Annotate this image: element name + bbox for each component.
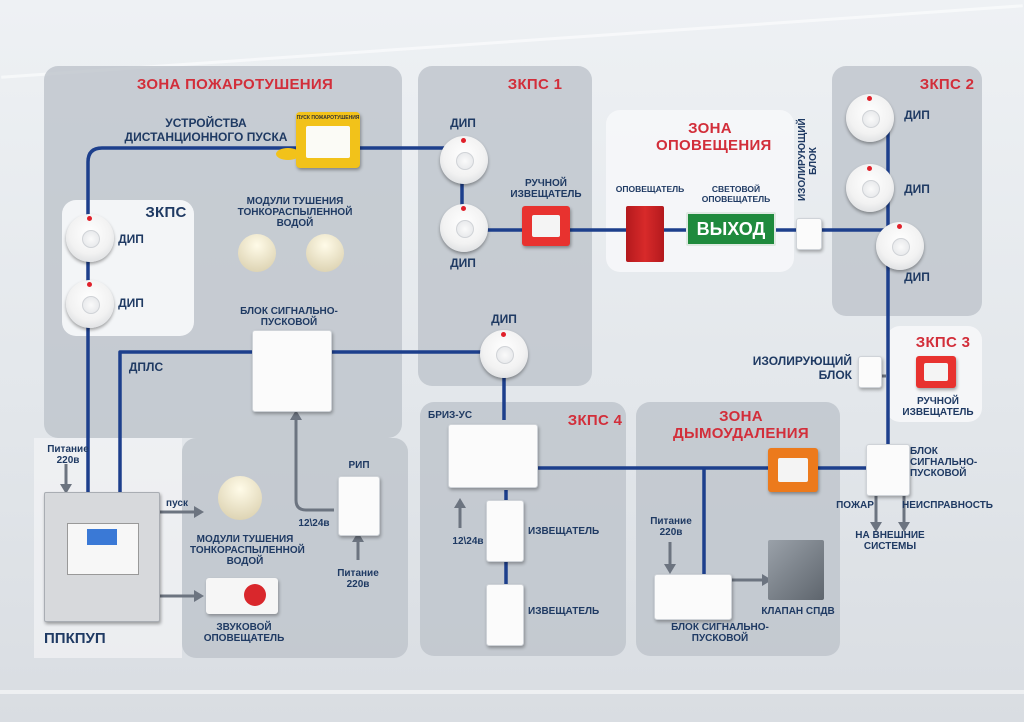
zone-title-zkps: ЗКПС bbox=[145, 204, 187, 221]
smoke-detector-icon bbox=[876, 222, 924, 270]
zone-title-zkps2: ЗКПС 2 bbox=[919, 76, 975, 93]
manual-call-point-icon bbox=[916, 356, 956, 388]
label-rip: РИП bbox=[348, 460, 370, 471]
label-klapan: КЛАПАН СПДВ bbox=[761, 606, 835, 617]
label-signal-block-1: БЛОК СИГНАЛЬНО-ПУСКОВОЙ bbox=[240, 306, 338, 328]
signal-block-device bbox=[252, 330, 332, 412]
remote-start-smoke-device bbox=[768, 448, 818, 492]
rip-arrow-line bbox=[294, 416, 334, 512]
zone-title-zkps3: ЗКПС 3 bbox=[915, 334, 971, 351]
smoke-detector-icon bbox=[846, 94, 894, 142]
smoke-detector-icon bbox=[66, 280, 114, 328]
label-isolating-block-vertical: ИЗОЛИРУЮЩИЙ БЛОК bbox=[797, 118, 819, 201]
label-signal-block-2: БЛОК СИГНАЛЬНО-ПУСКОВОЙ bbox=[671, 622, 769, 644]
label-pusk: пуск bbox=[166, 498, 188, 509]
sprinkler-module-icon bbox=[238, 234, 276, 272]
label-signal-block-3: БЛОК СИГНАЛЬНО-ПУСКОВОЙ bbox=[910, 446, 978, 479]
rip-device bbox=[338, 476, 380, 536]
smoke-detector-icon bbox=[440, 136, 488, 184]
zone-title-alert: ЗОНА ОПОВЕЩЕНИЯ bbox=[656, 120, 772, 154]
ppkpup-panel bbox=[44, 492, 160, 622]
key-icon bbox=[276, 148, 300, 160]
label-manual-detector-2: РУЧНОЙ ИЗВЕЩАТЕЛЬ bbox=[902, 396, 974, 418]
label-power-220-1: Питание 220в bbox=[47, 444, 89, 466]
signal-block-device bbox=[866, 444, 910, 496]
label-annunciator: ОПОВЕЩАТЕЛЬ bbox=[615, 184, 685, 194]
isolating-block-device bbox=[858, 356, 882, 388]
exit-sign: ВЫХОД bbox=[686, 212, 776, 246]
background-line bbox=[0, 690, 1024, 694]
isolating-block-device bbox=[796, 218, 822, 250]
label-light-annunciator: СВЕТОВОЙ ОПОВЕЩАТЕЛЬ bbox=[701, 184, 771, 204]
label-detector-1: ИЗВЕЩАТЕЛЬ bbox=[528, 526, 600, 537]
label-isolating-block: ИЗОЛИРУЮЩИЙ БЛОК bbox=[752, 354, 852, 382]
label-dpls: ДПЛС bbox=[128, 360, 164, 374]
label-dip: ДИП bbox=[118, 232, 144, 246]
signal-block-device bbox=[654, 574, 732, 620]
sprinkler-module-icon bbox=[218, 476, 262, 520]
zone-title-smoke: ЗОНА ДЫМОУДАЛЕНИЯ bbox=[673, 408, 809, 442]
label-dip: ДИП bbox=[491, 312, 517, 326]
label-detector-2: ИЗВЕЩАТЕЛЬ bbox=[528, 606, 600, 617]
manual-call-point-icon bbox=[522, 206, 570, 246]
label-dip: ДИП bbox=[450, 256, 476, 270]
smoke-detector-icon bbox=[480, 330, 528, 378]
smoke-valve-device bbox=[768, 540, 824, 600]
zone-title-zkps1: ЗКПС 1 bbox=[507, 76, 563, 93]
label-modules-water-bottom: МОДУЛИ ТУШЕНИЯ ТОНКОРАСПЫЛЕННОЙ ВОДОЙ bbox=[190, 534, 305, 567]
label-sound-annunciator: ЗВУКОВОЙ ОПОВЕЩАТЕЛЬ bbox=[203, 622, 285, 644]
label-power-220-2: Питание 220в bbox=[337, 568, 379, 590]
remote-start-window bbox=[306, 126, 350, 158]
label-modules-water-top: МОДУЛИ ТУШЕНИЯ ТОНКОРАСПЫЛЕННОЙ ВОДОЙ bbox=[237, 196, 353, 229]
siren-icon bbox=[626, 206, 664, 262]
label-power-220-3: Питание 220в bbox=[650, 516, 692, 538]
label-fault-out: НЕИСПРАВНОСТЬ bbox=[902, 500, 993, 511]
label-external: НА ВНЕШНИЕ СИСТЕМЫ bbox=[855, 530, 925, 552]
wire-remote-start bbox=[86, 146, 464, 492]
detector-device bbox=[486, 584, 524, 646]
remote-start-device-label: ПУСК ПОЖАРОТУШЕНИЯ bbox=[296, 115, 360, 121]
zone-title-zkps4: ЗКПС 4 bbox=[567, 412, 623, 429]
label-dip: ДИП bbox=[450, 116, 476, 130]
label-fire-out: ПОЖАР bbox=[836, 500, 874, 511]
label-12-24v-2: 12\24в bbox=[452, 536, 484, 547]
external-arrow-lines bbox=[874, 494, 906, 524]
smoke-detector-icon bbox=[846, 164, 894, 212]
label-ppkpup: ППКПУП bbox=[44, 630, 106, 647]
label-dip: ДИП bbox=[118, 296, 144, 310]
label-remote-start: УСТРОЙСТВА ДИСТАНЦИОННОГО ПУСКА bbox=[124, 116, 288, 144]
label-briz: БРИЗ-УС bbox=[428, 410, 473, 421]
sprinkler-module-icon bbox=[306, 234, 344, 272]
ppkpup-display bbox=[87, 529, 117, 545]
smoke-detector-icon bbox=[440, 204, 488, 252]
label-dip: ДИП bbox=[904, 182, 930, 196]
zone-title-fire: ЗОНА ПОЖАРОТУШЕНИЯ bbox=[136, 76, 334, 93]
label-manual-detector-1: РУЧНОЙ ИЗВЕЩАТЕЛЬ bbox=[510, 178, 582, 200]
wire-dpls bbox=[118, 350, 500, 492]
sound-annunciator-device bbox=[206, 578, 278, 614]
detector-device bbox=[486, 500, 524, 562]
smoke-detector-icon bbox=[66, 214, 114, 262]
label-dip: ДИП bbox=[904, 270, 930, 284]
label-12-24v-1: 12\24в bbox=[298, 518, 330, 529]
label-dip: ДИП bbox=[904, 108, 930, 122]
remote-start-device: ПУСК ПОЖАРОТУШЕНИЯ bbox=[296, 112, 360, 168]
bell-icon bbox=[244, 584, 266, 606]
briz-device bbox=[448, 424, 538, 488]
